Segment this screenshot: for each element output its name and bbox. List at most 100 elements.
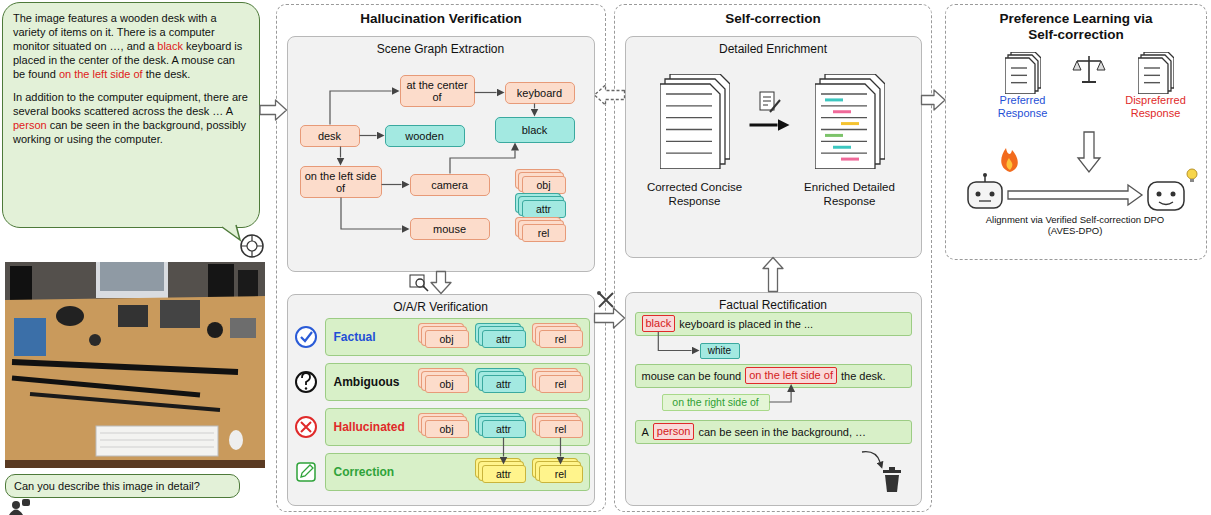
question-bubble: Can you describe this image in detail? <box>5 474 240 498</box>
response-text: In addition to the computer equipment, t… <box>13 91 248 117</box>
module-box: deskat the center ofkeyboardwoodenblacko… <box>287 36 595 272</box>
correction-text: white <box>704 345 736 357</box>
desk-photo <box>118 305 148 327</box>
object-node: desk <box>300 125 360 147</box>
added-detail <box>841 157 859 160</box>
desk-photo <box>96 426 218 456</box>
response-text: on the left side of <box>59 68 143 80</box>
node-label: wooden <box>389 130 461 142</box>
sentence-text: can be seen in the background, … <box>698 426 866 438</box>
doc-label: Dispreferred Response <box>1108 94 1204 120</box>
card-label: obj <box>429 378 465 390</box>
user-icon <box>22 499 30 506</box>
desk-photo <box>230 318 256 338</box>
added-detail <box>841 122 859 125</box>
corrected-relation: on the right side of <box>662 394 770 411</box>
row-label: Correction <box>326 454 589 490</box>
desk-photo <box>100 433 214 447</box>
added-detail <box>825 133 843 136</box>
panel-title: Preference Learning via Self-correction <box>946 5 1206 43</box>
node-label: keyboard <box>509 87 571 99</box>
card-label: obj <box>526 179 562 191</box>
relation-node: at the center of <box>400 75 475 107</box>
text-line <box>666 93 712 94</box>
type-card: obj <box>425 330 469 348</box>
module-box: blackkeyboard is placed in the ...whitem… <box>625 292 922 506</box>
phrase-text: person <box>657 424 691 439</box>
row-label: Hallucinated <box>326 409 589 445</box>
type-card: attr <box>482 330 526 348</box>
verification-row: obj attr relFactual <box>325 318 590 356</box>
question-text: Can you describe this image in detail? <box>14 480 231 493</box>
type-card: rel <box>539 465 583 483</box>
text-line <box>666 128 712 129</box>
desk-photo <box>100 262 164 291</box>
row-label: Factual <box>326 319 589 355</box>
doc-label: Corrected Concise Response <box>640 180 750 208</box>
card-label: rel <box>543 333 579 345</box>
desk-photo <box>238 270 258 314</box>
response-text: person <box>13 119 47 131</box>
text-line <box>821 140 867 141</box>
verification-row: objattrrelHallucinated <box>325 408 590 446</box>
added-detail <box>825 98 843 101</box>
dispreferred-response: Dispreferred Response <box>1108 48 1204 128</box>
phrase-text: on the left side of <box>749 368 833 383</box>
caption-box: Alignment via Verified Self-correction D… <box>985 214 1165 236</box>
text-line <box>1011 74 1027 75</box>
desk-photo <box>30 394 220 410</box>
ai-head-icon <box>241 235 263 257</box>
document-graphic <box>1138 52 1174 94</box>
user-icon <box>12 501 20 509</box>
paragraph: The image features a wooden desk with a … <box>13 11 249 81</box>
desk-photo <box>56 306 84 326</box>
sentence-text: the desk. <box>841 370 886 382</box>
sentence-text: mouse can be found <box>642 370 742 382</box>
card-label: attr <box>486 423 522 435</box>
type-card: obj <box>425 375 469 393</box>
desk-photo <box>207 322 223 338</box>
response-text: can be seen in the background, possibly … <box>13 119 246 145</box>
hallucinated-phrase: black <box>642 315 676 332</box>
object-node: keyboard <box>505 82 575 104</box>
text-line <box>821 152 867 153</box>
type-card: attr <box>482 375 526 393</box>
document-graphic <box>815 74 885 169</box>
object-node: camera <box>410 174 490 196</box>
text-line <box>1011 67 1027 68</box>
paragraph: In addition to the computer equipment, t… <box>13 90 249 146</box>
type-card: rel <box>539 330 583 348</box>
caption-label: Alignment via Verified Self-correction D… <box>985 214 1165 236</box>
card-label: obj <box>429 423 465 435</box>
desk-photo <box>10 266 32 314</box>
node-label: on the left side of <box>304 170 378 194</box>
response-text: black <box>157 40 183 52</box>
type-card: rel <box>539 375 583 393</box>
page <box>1005 58 1035 94</box>
added-detail <box>833 145 851 148</box>
node-label: camera <box>414 179 486 191</box>
text-line <box>1144 74 1160 75</box>
response-text: the desk. <box>146 68 191 80</box>
module-title: O/A/R Verification <box>288 295 594 314</box>
user-icon <box>9 499 30 515</box>
correction-text: on the right side of <box>666 396 766 408</box>
page <box>660 84 720 169</box>
type-card: obj <box>425 420 469 438</box>
text-line <box>821 116 867 117</box>
desk-photo <box>5 460 265 468</box>
type-card: attr <box>482 420 526 438</box>
doc-label: Enriched Detailed Response <box>790 180 910 208</box>
row-label: Ambiguous <box>326 364 589 400</box>
module-title: Scene Graph Extraction <box>288 37 594 56</box>
phrase-text: black <box>646 316 672 331</box>
text-line <box>666 140 712 141</box>
text-line <box>1011 81 1027 82</box>
card-label: rel <box>543 468 579 480</box>
sentence-text: A <box>642 426 649 438</box>
card-label: rel <box>526 227 562 239</box>
desk-photo <box>208 264 234 316</box>
desk-photo <box>5 262 265 468</box>
card-label: obj <box>429 333 465 345</box>
